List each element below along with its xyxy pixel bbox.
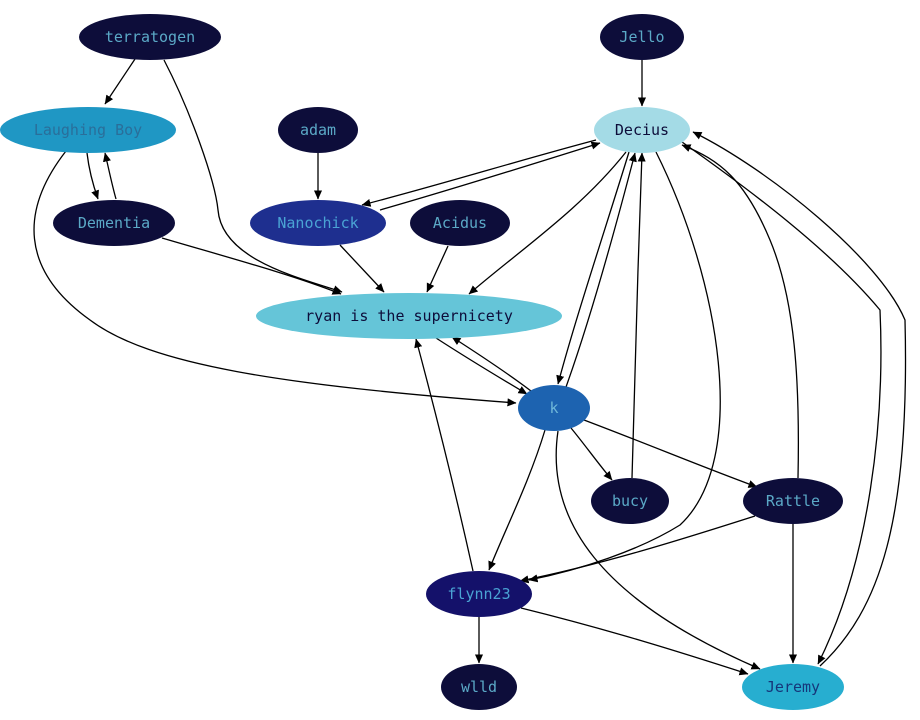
node-label: bucy — [612, 492, 648, 510]
edge-decius-to-ryan — [468, 151, 627, 295]
node-shape — [250, 200, 386, 246]
node-shape — [410, 200, 510, 246]
node-shape — [441, 664, 517, 710]
node-label: Laughing Boy — [34, 121, 142, 139]
edge-dementia-to-laughing_boy — [103, 152, 117, 200]
node-k: k — [518, 385, 590, 431]
edge-nanochick-to-ryan — [339, 244, 385, 293]
node-wlld: wlld — [441, 664, 517, 710]
node-dementia: Dementia — [53, 200, 175, 246]
node-rattle: Rattle — [743, 478, 843, 524]
edge-k-to-decius — [565, 152, 637, 388]
edge-laughing_boy-to-k — [33, 150, 517, 407]
node-label: Jello — [619, 28, 664, 46]
node-shape — [591, 478, 669, 524]
node-acidus: Acidus — [410, 200, 510, 246]
edge-k-to-jeremy — [555, 430, 761, 670]
edge-decius-to-nanochick — [361, 139, 597, 207]
node-shape — [256, 293, 562, 339]
edge-nanochick-to-decius — [379, 141, 601, 211]
edge-acidus-to-ryan — [426, 245, 449, 293]
edge-laughing_boy-to-dementia — [86, 152, 99, 200]
node-label: k — [549, 399, 558, 417]
node-adam: adam — [278, 107, 358, 153]
edge-k-to-flynn23 — [488, 429, 546, 571]
node-terratogen: terratogen — [79, 14, 221, 60]
node-label: Jeremy — [766, 678, 820, 696]
node-nanochick: Nanochick — [250, 200, 386, 246]
node-label: Nanochick — [277, 214, 358, 232]
edge-terratogen-to-ryan — [163, 59, 343, 294]
edge-terratogen-to-laughing_boy — [104, 58, 136, 105]
node-label: Rattle — [766, 492, 820, 510]
node-jello: Jello — [600, 14, 684, 60]
node-laughing_boy: Laughing Boy — [0, 107, 176, 153]
node-bucy: bucy — [591, 478, 669, 524]
node-shape — [426, 571, 532, 617]
edge-k-to-ryan — [451, 336, 532, 392]
node-shape — [742, 664, 844, 710]
edge-decius-to-jeremy — [681, 141, 882, 665]
edge-rattle-to-flynn23 — [519, 515, 756, 584]
edge-decius-to-k — [556, 151, 630, 385]
node-label: adam — [300, 121, 336, 139]
node-label: wlld — [461, 678, 497, 696]
node-shape — [0, 107, 176, 153]
edge-decius-to-flynn23 — [528, 151, 721, 583]
edges-layer — [33, 58, 907, 676]
node-label: ryan is the supernicety — [305, 307, 513, 325]
edge-dementia-to-ryan — [161, 237, 342, 295]
node-decius: Decius — [594, 107, 690, 153]
node-shape — [594, 107, 690, 153]
node-label: Acidus — [433, 214, 487, 232]
edge-flynn23-to-ryan — [414, 338, 474, 572]
node-label: Dementia — [78, 214, 150, 232]
edge-k-to-rattle — [583, 419, 758, 488]
node-shape — [743, 478, 843, 524]
edge-ryan-to-k — [435, 337, 528, 395]
node-shape — [79, 14, 221, 60]
node-label: terratogen — [105, 28, 195, 46]
node-shape — [600, 14, 684, 60]
node-label: flynn23 — [447, 585, 510, 603]
edge-jeremy-to-decius — [692, 131, 907, 667]
edge-flynn23-to-jeremy — [520, 607, 749, 676]
edge-k-to-bucy — [570, 427, 613, 481]
edge-rattle-to-decius — [681, 144, 800, 479]
node-ryan: ryan is the supernicety — [256, 293, 562, 339]
edge-bucy-to-decius — [631, 152, 646, 479]
node-jeremy: Jeremy — [742, 664, 844, 710]
node-shape — [53, 200, 175, 246]
node-shape — [278, 107, 358, 153]
node-flynn23: flynn23 — [426, 571, 532, 617]
node-label: Decius — [615, 121, 669, 139]
node-shape — [518, 385, 590, 431]
